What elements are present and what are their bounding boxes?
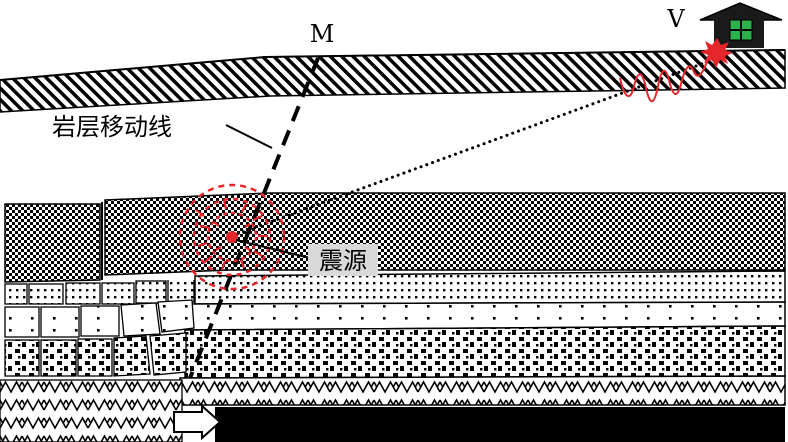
fault-line-label: 岩层移动线 (52, 113, 172, 141)
surface-soil-layer (0, 49, 786, 113)
focus-label-box (308, 244, 378, 276)
rock-layer-blocks-right (184, 325, 786, 379)
seismic-wave-icon (619, 51, 717, 103)
focus-label: 震源 (319, 247, 367, 275)
rock-movement-line (188, 57, 320, 379)
mined-seam (215, 407, 785, 442)
rock-layer-lattice-right (179, 375, 786, 406)
seismic-ray (230, 56, 720, 238)
collapsed-zone (0, 280, 195, 442)
focus-wave-ticks (195, 199, 268, 271)
house-icon (699, 2, 783, 48)
point-m-label: M (310, 20, 335, 48)
focus-point (226, 231, 238, 243)
point-v-label: V (666, 5, 685, 33)
focus-label-leader (235, 239, 311, 259)
focus-rings (178, 183, 286, 291)
ground-surface-line (0, 49, 786, 81)
rock-layer-upper-left (4, 203, 101, 283)
rock-layer-upper-right (104, 192, 786, 276)
rock-layer-sparse-right (189, 301, 786, 331)
advance-arrow (173, 403, 222, 441)
fault-label-leader (225, 124, 273, 149)
rock-layer-dots-right (194, 270, 786, 305)
